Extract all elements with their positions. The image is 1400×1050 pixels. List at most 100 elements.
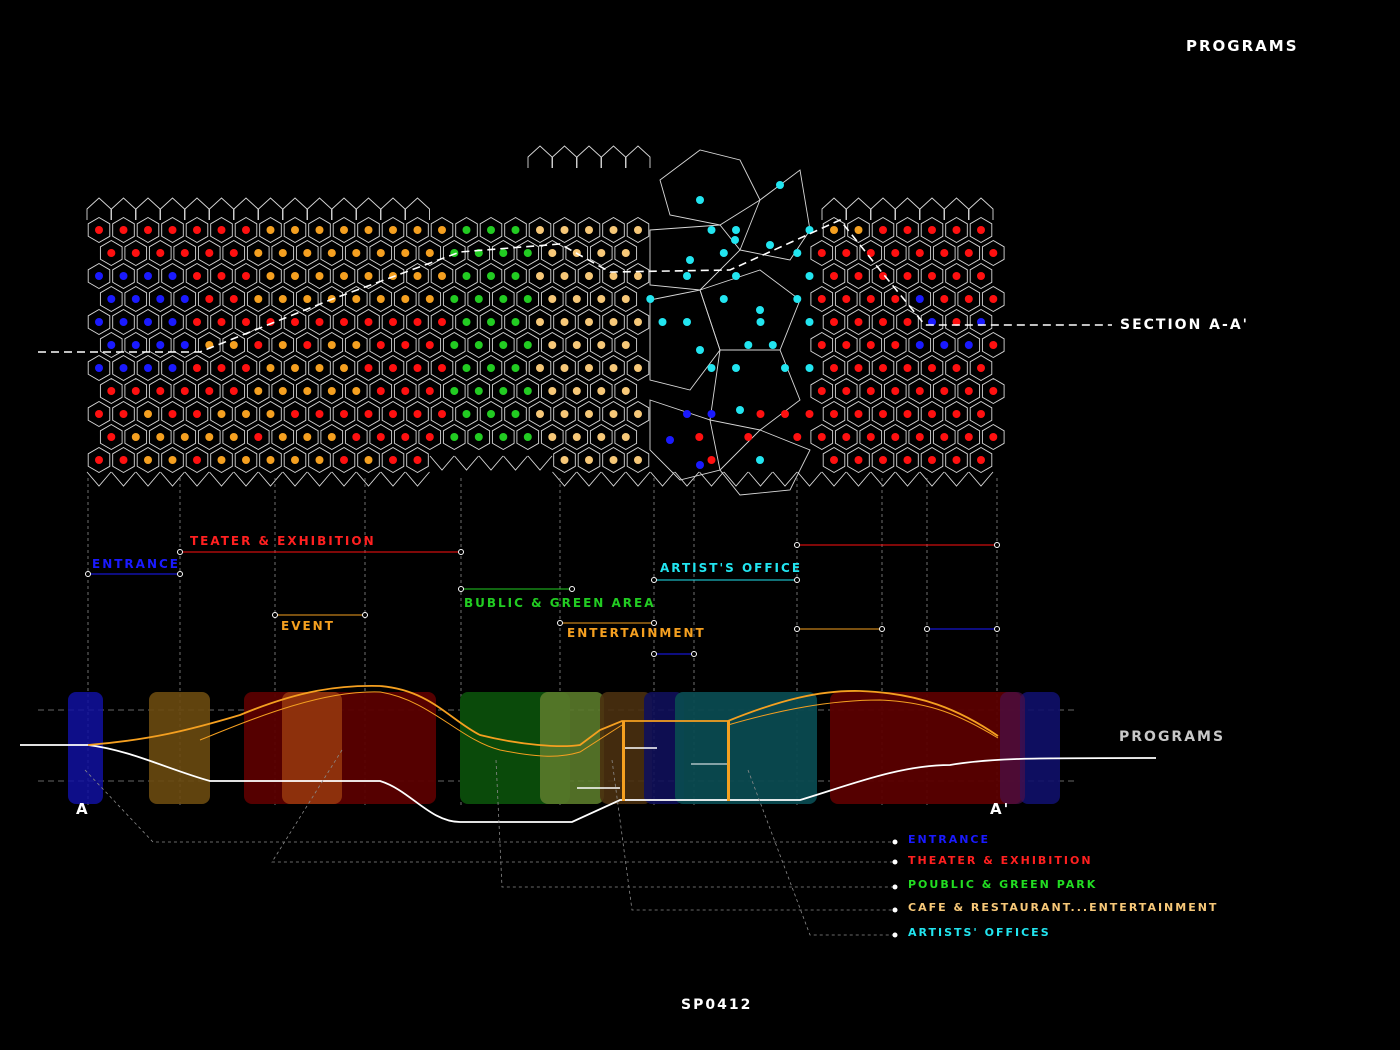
hex-cell	[810, 239, 834, 267]
program-dot	[879, 410, 887, 418]
program-dot	[303, 433, 312, 441]
hex-cell	[969, 216, 993, 244]
hex-cell	[148, 423, 172, 451]
hex-cell	[185, 446, 209, 474]
hex-cell	[834, 285, 858, 313]
hex-cell	[626, 262, 650, 290]
program-dot	[793, 249, 802, 257]
hex-point	[919, 471, 945, 487]
hex-cell	[932, 239, 956, 267]
program-dot	[597, 387, 606, 395]
hex-cell	[834, 377, 858, 405]
program-dot	[891, 387, 900, 395]
hex-cell	[344, 331, 368, 359]
hex-cell	[430, 262, 454, 290]
hex-cell	[259, 216, 282, 244]
hex-cell	[626, 354, 650, 382]
program-dot	[107, 387, 116, 395]
program-dot	[474, 295, 483, 303]
hex-cell	[308, 262, 331, 290]
program-dot	[364, 410, 373, 418]
leader-line	[271, 749, 895, 863]
program-dot	[327, 387, 336, 395]
hex-cell	[602, 216, 625, 244]
hex-point	[331, 471, 357, 487]
hex-cell	[357, 400, 380, 428]
program-dot	[376, 433, 385, 441]
program-dot	[903, 272, 912, 280]
hex-cell	[847, 400, 870, 428]
program-dot	[879, 318, 887, 326]
program-dot	[776, 181, 784, 189]
program-dot	[278, 387, 287, 395]
hex-cell	[602, 446, 625, 474]
program-dot	[180, 249, 189, 257]
program-dot	[634, 410, 642, 418]
program-dot	[695, 433, 704, 441]
program-dot	[793, 295, 802, 303]
hex-cell	[185, 354, 209, 382]
program-dot	[842, 341, 851, 349]
hex-cell	[908, 239, 932, 267]
program-dot	[964, 387, 973, 395]
program-dot	[817, 295, 826, 303]
program-dot	[756, 318, 765, 326]
hex-cell	[945, 354, 968, 382]
hex-cell	[871, 308, 895, 336]
program-dot	[487, 318, 495, 326]
program-dot	[609, 364, 618, 372]
program-dot	[830, 318, 838, 326]
program-dot	[634, 272, 642, 280]
hex-cell	[491, 423, 515, 451]
program-dot	[707, 364, 716, 372]
hex-cell	[577, 262, 601, 290]
program-dot	[609, 410, 618, 418]
program-dot	[719, 249, 728, 257]
hex-cell	[626, 446, 650, 474]
hex-cell	[283, 262, 307, 290]
range-node	[994, 626, 1000, 632]
program-block	[68, 692, 103, 804]
hex-cell	[455, 216, 478, 244]
program-dot	[879, 364, 887, 372]
program-dot	[523, 295, 532, 303]
legend-offices: ARTISTS' OFFICES	[908, 926, 1051, 939]
program-dot	[352, 341, 361, 349]
hex-point	[233, 471, 259, 487]
hex-cell	[577, 308, 601, 336]
program-dot	[425, 249, 434, 257]
hex-point	[454, 455, 479, 471]
hex-cell	[504, 308, 527, 336]
program-dot	[376, 249, 385, 257]
hex-cap	[576, 145, 602, 168]
hex-cell	[945, 262, 968, 290]
program-dot	[686, 256, 694, 264]
hex-cap	[356, 197, 381, 220]
hex-cell	[442, 423, 466, 451]
program-dot	[315, 272, 324, 280]
program-dot	[278, 433, 287, 441]
program-dot	[144, 226, 152, 234]
program-dot	[817, 433, 826, 441]
program-dot	[621, 295, 630, 303]
hex-cell	[393, 423, 417, 451]
hex-cap	[380, 197, 406, 220]
program-dot	[364, 318, 373, 326]
program-dot	[928, 456, 936, 464]
hex-cell	[540, 377, 564, 405]
program-dot	[766, 241, 774, 249]
hex-cell	[418, 423, 442, 451]
hex-cell	[173, 239, 197, 267]
program-dot	[450, 295, 459, 303]
hex-cell	[920, 262, 944, 290]
hex-cell	[883, 285, 907, 313]
program-dot	[340, 226, 348, 234]
hex-cell	[822, 308, 846, 336]
program-dot	[830, 226, 838, 234]
program-dot	[572, 341, 581, 349]
hex-cell	[479, 216, 503, 244]
program-dot	[511, 410, 520, 418]
hex-point	[968, 471, 994, 487]
program-dot	[842, 433, 851, 441]
program-dot	[156, 433, 165, 441]
